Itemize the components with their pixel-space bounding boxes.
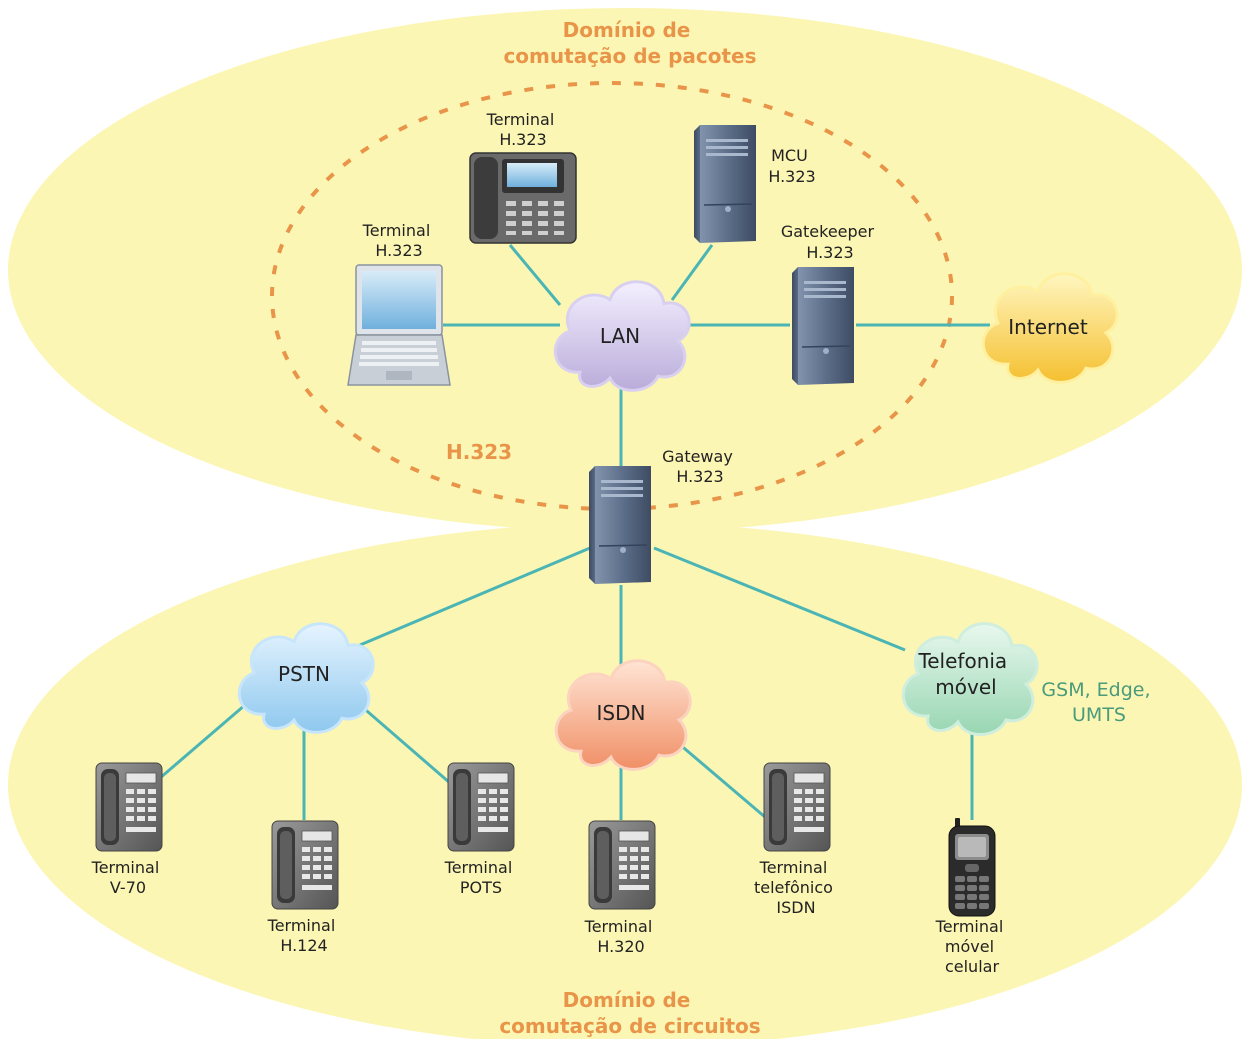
internet-cloud-line-1: Internet <box>1008 315 1088 339</box>
mobile-standards-line-1: GSM, Edge, <box>1041 679 1150 701</box>
term-pots-line-1: Terminal <box>444 858 513 877</box>
pots-phone-icon <box>447 762 515 852</box>
term-pots-label: Terminal POTS <box>444 858 518 897</box>
term-h124-line-2: H.124 <box>280 936 327 955</box>
gatekeeper-line-1: Gatekeeper <box>781 222 875 241</box>
term-v70-line-2: V-70 <box>110 878 146 897</box>
term-v70-label: Terminal V-70 <box>91 858 165 897</box>
mobile-cloud-label: Telefonia móvel <box>917 649 1013 699</box>
term-mobile-line-1: Terminal <box>935 917 1004 936</box>
gatekeeper-line-2: H.323 <box>806 243 853 262</box>
packet-domain-area <box>8 8 1242 532</box>
packet-domain-line-1: Domínio de <box>563 18 691 42</box>
isdn-phone-icon <box>763 762 831 852</box>
lan-cloud-line-1: LAN <box>600 324 640 348</box>
link-pstn-v70 <box>159 703 246 780</box>
lan-cloud-label: LAN <box>600 324 640 348</box>
gatekeeper-server-icon <box>791 266 855 386</box>
mcu-line-1: MCU <box>771 146 808 165</box>
term-mobile-line-3: celular <box>945 957 999 976</box>
term-isdn-line-1: Terminal <box>759 858 828 877</box>
circuit-domain-line-1: Domínio de <box>563 988 691 1012</box>
network-links <box>159 244 990 820</box>
term-v70-line-1: Terminal <box>91 858 160 877</box>
gateway-line-1: Gateway <box>662 447 733 466</box>
mobile-standards-line-2: UMTS <box>1072 704 1126 726</box>
isdn-cloud-label: ISDN <box>597 701 646 725</box>
term-isdn-line-3: ISDN <box>776 898 815 917</box>
term-h320-line-2: H.320 <box>597 937 644 956</box>
circuit-domain-area <box>8 523 1242 1039</box>
term-mobile-line-2: móvel <box>945 937 994 956</box>
gateway-line-2: H.323 <box>676 467 723 486</box>
pstn-cloud-line-1: PSTN <box>278 662 330 686</box>
mobile-cloud-line-1: Telefonia <box>917 649 1007 673</box>
gateway-label: Gateway H.323 <box>662 447 738 486</box>
cell-phone-icon <box>948 818 996 917</box>
link-gateway-pstn <box>359 546 591 647</box>
h124-phone-icon <box>271 820 339 910</box>
mcu-line-2: H.323 <box>768 167 815 186</box>
packet-domain-line-2: comutação de pacotes <box>503 44 756 68</box>
term-h124-line-1: Terminal <box>267 916 336 935</box>
link-lan-phone <box>508 244 562 306</box>
circuit-domain-line-2: comutação de circuitos <box>499 1014 760 1038</box>
mcu-label: MCU H.323 <box>768 146 815 186</box>
term-h320-label: Terminal H.320 <box>584 917 658 956</box>
h323-zone-label: H.323 <box>446 440 512 464</box>
mobile-standards-label: GSM, Edge, UMTS <box>1041 679 1156 726</box>
laptop-icon <box>347 264 451 386</box>
isdn-cloud-line-1: ISDN <box>597 701 646 725</box>
terminal-phone-line-2: H.323 <box>499 130 546 149</box>
gatekeeper-label: Gatekeeper H.323 <box>781 222 879 262</box>
terminal-phone-line-1: Terminal <box>486 110 555 129</box>
packet-domain-label: Domínio de comutação de pacotes <box>503 18 756 68</box>
terminal-laptop-line-1: Terminal <box>362 221 431 240</box>
term-h124-label: Terminal H.124 <box>267 916 341 955</box>
link-isdn-isdnphone <box>677 741 766 819</box>
link-lan-mcu <box>670 244 714 301</box>
h320-phone-icon <box>588 820 656 910</box>
pstn-cloud-label: PSTN <box>278 662 330 686</box>
h323-zone-boundary <box>270 81 954 511</box>
ip-phone-icon <box>469 152 577 244</box>
link-gateway-mobile <box>653 546 906 652</box>
term-isdn-line-2: telefônico <box>754 878 833 897</box>
terminal-laptop-line-2: H.323 <box>375 241 422 260</box>
link-pstn-pots <box>359 703 451 785</box>
term-h320-line-1: Terminal <box>584 917 653 936</box>
term-isdn-label: Terminal telefônico ISDN <box>754 858 838 917</box>
term-mobile-label: Terminal móvel celular <box>935 917 1009 976</box>
v70-phone-icon <box>95 762 163 852</box>
terminal-laptop-label: Terminal H.323 <box>362 221 436 260</box>
internet-cloud-label: Internet <box>1008 315 1088 339</box>
mcu-server-icon <box>693 124 757 244</box>
mobile-cloud-line-2: móvel <box>935 675 996 699</box>
term-pots-line-2: POTS <box>460 878 502 897</box>
terminal-phone-label: Terminal H.323 <box>486 110 560 149</box>
circuit-domain-label: Domínio de comutação de circuitos <box>499 988 760 1038</box>
gateway-server-icon <box>588 465 652 585</box>
